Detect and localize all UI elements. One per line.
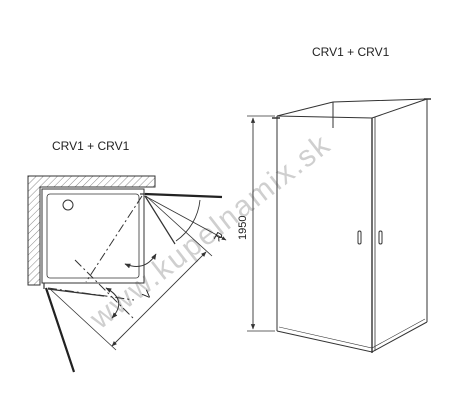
left-door-handle	[357, 230, 362, 245]
bottom-profile-inner	[278, 318, 426, 349]
right-door-open	[144, 192, 223, 199]
bottom-profile	[276, 321, 428, 353]
left-door-leaf	[47, 288, 105, 297]
wall-hatch	[27, 175, 156, 286]
radius-arc	[175, 199, 201, 242]
width-extension-top	[145, 195, 213, 257]
tray-inner-edge	[46, 193, 140, 279]
shower-tray	[41, 188, 145, 284]
right-door-handle	[378, 230, 383, 245]
height-label: 1950	[237, 216, 249, 240]
radius-line	[144, 195, 227, 241]
top-frame	[276, 98, 428, 119]
width-dimension-line	[111, 251, 207, 347]
right-door-swing-arrow	[124, 253, 157, 269]
right-door-leaf	[144, 195, 176, 245]
plan-view: CRV1 + CRV1 V R	[27, 139, 227, 373]
plan-view-title: CRV1 + CRV1	[52, 139, 130, 153]
elevation-view: CRV1 + CRV1 1950	[237, 45, 431, 353]
right-door-swing-line	[85, 195, 143, 283]
left-door-swing-arrow	[105, 287, 120, 319]
drain-icon	[62, 199, 74, 211]
elevation-view-title: CRV1 + CRV1	[312, 45, 390, 59]
width-extension-bottom	[49, 288, 117, 351]
left-door-open	[44, 287, 76, 373]
